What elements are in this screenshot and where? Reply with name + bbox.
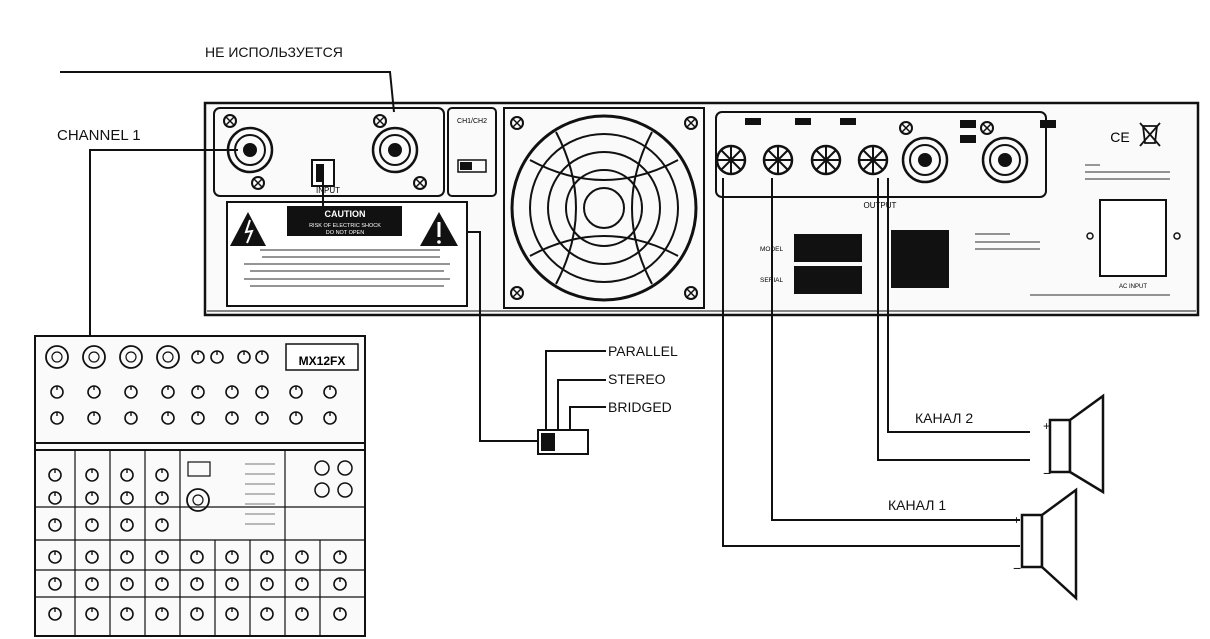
mixer-model-label: MX12FX xyxy=(299,354,346,368)
label-plate xyxy=(891,230,949,288)
mode-header: CH1/CH2 xyxy=(457,118,487,125)
cooling-fan-icon xyxy=(503,107,705,309)
speakon-output-1 xyxy=(901,136,949,184)
kanal-1-label: КАНАЛ 1 xyxy=(888,497,947,513)
svg-text:−: − xyxy=(1043,465,1051,481)
ac-input-label: AC INPUT xyxy=(1119,284,1147,290)
svg-text:RISK OF ELECTRIC SHOCK: RISK OF ELECTRIC SHOCK xyxy=(309,223,381,229)
channel-2-xlr-jack xyxy=(371,126,419,174)
ac-inlet xyxy=(1099,199,1167,277)
output-post-3 xyxy=(810,144,842,176)
not-used-label: НЕ ИСПОЛЬЗУЕТСЯ xyxy=(205,44,343,60)
svg-text:DO NOT OPEN: DO NOT OPEN xyxy=(326,230,364,236)
mode-selector-switch xyxy=(537,429,589,455)
weee-bin-icon xyxy=(1139,122,1161,147)
caution-title: CAUTION xyxy=(325,209,366,219)
kanal-2-label: КАНАЛ 2 xyxy=(915,410,974,426)
output-post-1 xyxy=(715,144,747,176)
channel-1-input-label: CHANNEL 1 xyxy=(57,127,141,144)
wires xyxy=(60,71,1030,547)
svg-text:−: − xyxy=(1013,560,1021,576)
svg-text:+: + xyxy=(1013,513,1020,527)
input-label: INPUT xyxy=(316,186,340,195)
output-post-4 xyxy=(857,144,889,176)
amplifier-rear-panel: INPUT CH1/CH2 CAUTION RISK OF ELECTRIC S… xyxy=(203,101,1200,317)
output-post-2 xyxy=(762,144,794,176)
serial-plate xyxy=(794,266,862,294)
speaker-channel-1-icon: + − xyxy=(1013,487,1078,601)
speaker-channel-2-icon: + − xyxy=(1043,393,1105,495)
parallel-label: PARALLEL xyxy=(608,343,678,359)
svg-text:+: + xyxy=(1043,419,1050,433)
speakon-output-2 xyxy=(981,136,1029,184)
model-plate xyxy=(794,234,862,262)
ce-mark: CE xyxy=(1110,129,1129,145)
output-label: OUTPUT xyxy=(864,201,897,210)
mixer-console: MX12FX xyxy=(34,335,366,637)
bridged-label: BRIDGED xyxy=(608,399,672,415)
stereo-label: STEREO xyxy=(608,371,666,387)
